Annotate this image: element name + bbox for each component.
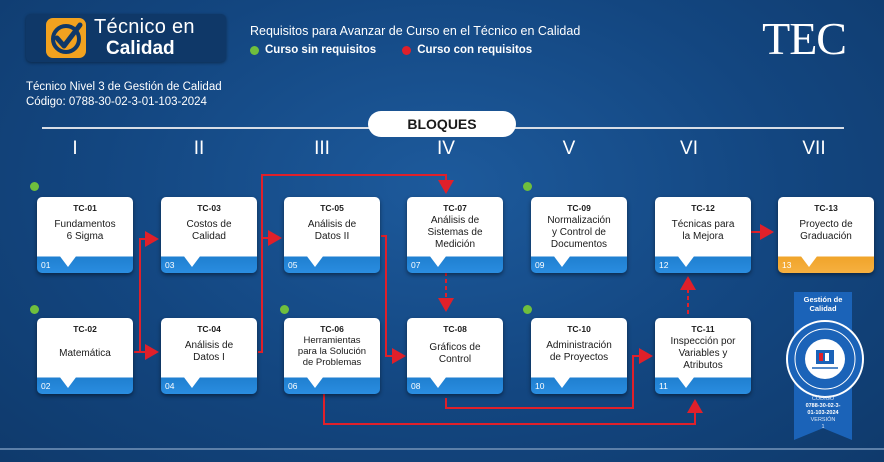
course-number: 06 [288,381,298,391]
program-level: Técnico Nivel 3 de Gestión de Calidad [26,81,222,93]
course-number: 01 [41,260,51,270]
course-card-tc02[interactable]: TC-02 Matemática 02 [37,318,133,394]
course-number: 08 [411,381,421,391]
no-requisite-dot [280,305,289,314]
green-dot-icon [250,45,259,55]
bloque-numeral: VI [680,138,698,159]
footer-divider [0,448,884,450]
course-code: TC-13 [814,203,838,213]
course-code: TC-09 [567,203,591,213]
check-icon [46,18,86,58]
course-number: 07 [411,260,421,270]
course-code: TC-07 [443,203,467,213]
course-number: 04 [165,381,175,391]
arrow-tc05-tc08 [381,235,406,364]
legend-label: Curso con requisitos [417,44,533,56]
course-code: TC-01 [73,203,97,213]
course-number: 10 [535,381,545,391]
arrow-tc04-tc05 [258,230,282,353]
no-requisite-dot [30,305,39,314]
legend-item-no-req: Curso sin requisitos [250,44,376,56]
arrow-tc08-tc11 [445,348,653,409]
page-title: Requisitos para Avanzar de Curso en el T… [250,24,581,38]
bloques-label: BLOQUES [368,111,516,137]
course-code: TC-08 [443,324,467,334]
seal-emblem-icon [786,320,864,398]
bloque-numeral: VII [802,138,826,159]
course-number: 03 [165,260,175,270]
arrow-tc06-tc11 [323,394,703,425]
course-name: Matemática [59,348,111,359]
legend: Curso sin requisitos Curso con requisito… [250,44,532,56]
bloque-numeral: I [72,138,78,159]
course-code: TC-06 [320,324,344,334]
logo-line-2: Calidad [106,38,175,59]
legend-item-req: Curso con requisitos [402,44,532,56]
course-code: TC-05 [320,203,344,213]
course-code: TC-04 [197,324,221,334]
legend-label: Curso sin requisitos [265,44,377,56]
arrow-tc02-tc03 [134,231,159,353]
course-code: TC-10 [567,324,591,334]
course-code: TC-03 [197,203,221,213]
bloque-numeral: V [562,138,576,159]
course-number: 11 [659,381,668,391]
bloque-numeral: III [314,138,330,159]
course-number: 05 [288,260,298,270]
no-requisite-dot [523,182,532,191]
logo-line-1: Técnico en [94,16,195,38]
course-code: TC-11 [691,324,715,334]
course-number: 13 [782,260,792,270]
no-requisite-dot [30,182,39,191]
course-code: TC-02 [73,324,97,334]
red-dot-icon [402,45,412,55]
no-requisite-dot [523,305,532,314]
brand-logo: TEC [762,13,847,64]
program-meta: Técnico Nivel 3 de Gestión de Calidad Có… [26,80,222,110]
arrow-tc03-tc07 [261,174,454,238]
course-number: 02 [41,381,51,391]
course-number: 09 [535,260,545,270]
course-code: TC-12 [691,203,715,213]
seal-code: CÓDIGO 0788-30-02-3- 01-103-2024 VERSIÓN… [805,396,841,430]
program-code: Código: 0788-30-02-3-01-103-2024 [26,96,207,108]
bloque-numeral: II [193,138,205,159]
bloque-numeral: IV [437,138,455,159]
course-number: 12 [659,260,669,270]
program-logo: Técnico en Calidad [26,14,226,62]
